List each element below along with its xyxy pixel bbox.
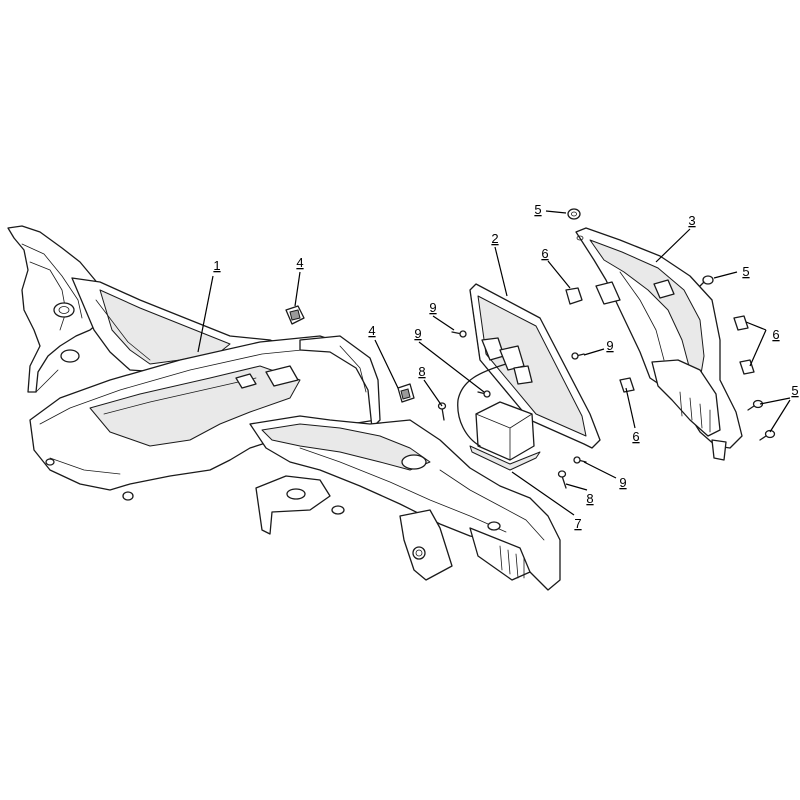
callout-5-low: 5 xyxy=(791,383,798,398)
callout-labels: 1 2 3 4 4 5 5 5 6 6 6 7 8 8 9 9 9 9 xyxy=(213,202,798,531)
callout-8-a: 8 xyxy=(418,364,425,379)
callout-6-a: 6 xyxy=(541,246,548,261)
callout-7: 7 xyxy=(574,516,581,531)
part-7-control-module xyxy=(457,337,541,471)
callout-4-upper: 4 xyxy=(296,255,303,270)
callout-3: 3 xyxy=(688,213,695,228)
callout-9-a: 9 xyxy=(429,300,436,315)
pin-9-d xyxy=(573,456,587,464)
callout-2: 2 xyxy=(491,231,498,246)
nut-6-c xyxy=(733,315,749,331)
callout-1: 1 xyxy=(213,258,220,273)
part-1-body-frame xyxy=(7,225,561,591)
screw-8-b xyxy=(557,470,567,489)
screw-5-mid xyxy=(699,275,714,287)
callout-9-d: 9 xyxy=(619,475,626,490)
callout-5-top: 5 xyxy=(534,202,541,217)
screw-5-low xyxy=(747,399,776,441)
pin-9-b xyxy=(477,390,491,398)
pin-9-a xyxy=(451,330,467,338)
leader-lines xyxy=(197,210,791,516)
fasteners xyxy=(285,208,776,489)
callout-8-b: 8 xyxy=(586,491,593,506)
pin-9-c xyxy=(571,352,585,360)
callout-5-mid: 5 xyxy=(742,264,749,279)
part-2-display-panel xyxy=(469,283,601,449)
callout-6-b: 6 xyxy=(632,429,639,444)
callout-9-b: 9 xyxy=(414,326,421,341)
nut-6-a xyxy=(565,287,583,305)
part-3-housing-frame xyxy=(575,227,743,461)
screw-5-top xyxy=(567,208,581,220)
callout-9-c: 9 xyxy=(606,338,613,353)
callout-6-c: 6 xyxy=(772,327,779,342)
nut-6-b xyxy=(619,377,635,393)
callout-4-lower: 4 xyxy=(368,323,375,338)
